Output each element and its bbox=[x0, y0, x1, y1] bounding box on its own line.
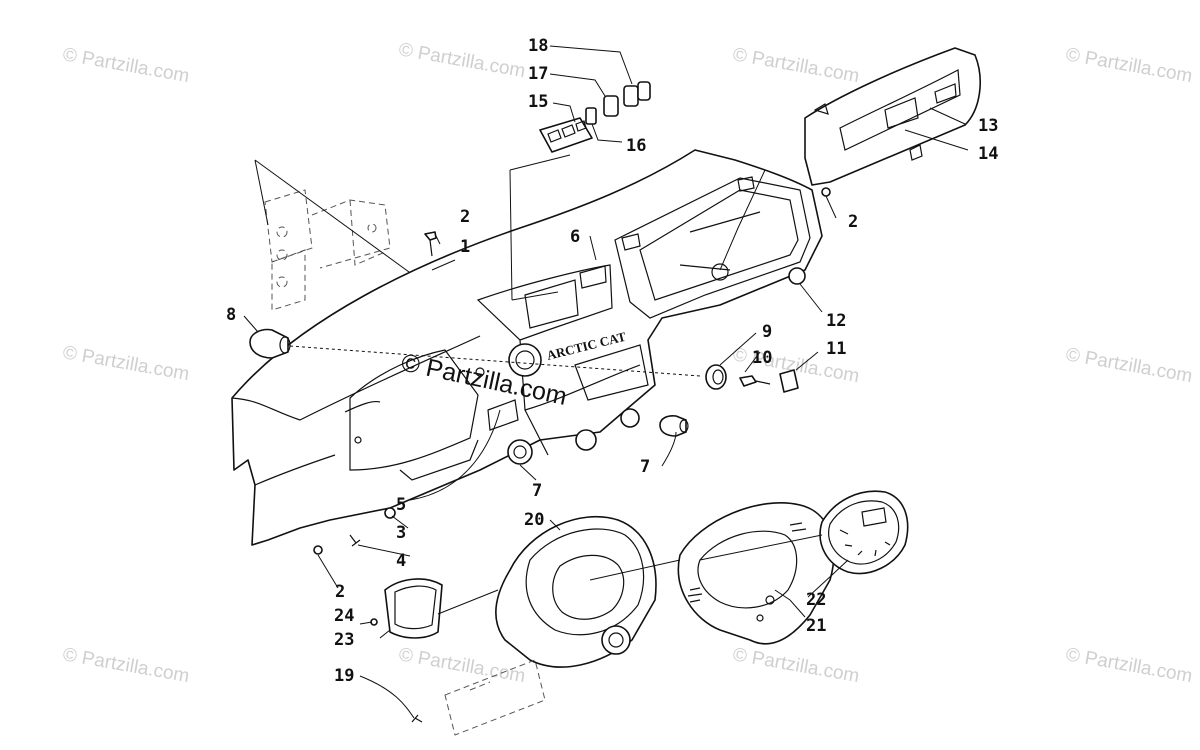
callout-18[interactable]: 18 bbox=[528, 36, 548, 56]
loose-parts bbox=[249, 187, 831, 723]
dash-panel bbox=[231, 149, 823, 546]
callout-17[interactable]: 17 bbox=[528, 64, 548, 84]
callout-21[interactable]: 21 bbox=[806, 616, 826, 636]
switch bbox=[623, 85, 639, 107]
callout-10[interactable]: 10 bbox=[752, 348, 772, 368]
callout-9[interactable]: 9 bbox=[762, 322, 772, 342]
watermark: © Partzilla.com bbox=[731, 644, 861, 687]
storage-cover bbox=[804, 47, 981, 186]
switch-assembly bbox=[509, 81, 651, 301]
callout-2[interactable]: 2 bbox=[848, 212, 858, 232]
callout-24[interactable]: 24 bbox=[334, 606, 354, 626]
speedometer bbox=[819, 490, 909, 575]
callout-14[interactable]: 14 bbox=[978, 144, 998, 164]
frame-bracket-outline bbox=[254, 159, 421, 311]
callout-1[interactable]: 1 bbox=[460, 237, 470, 257]
push-rivet bbox=[821, 187, 831, 197]
push-rivet bbox=[313, 545, 323, 555]
callout-16[interactable]: 16 bbox=[626, 136, 646, 156]
callout-3[interactable]: 3 bbox=[396, 523, 406, 543]
callout-4[interactable]: 4 bbox=[396, 551, 406, 571]
switch bbox=[585, 107, 597, 125]
callout-20[interactable]: 20 bbox=[524, 510, 544, 530]
nut bbox=[384, 507, 396, 519]
switch-housing bbox=[539, 117, 593, 153]
ignition-switch bbox=[779, 369, 799, 393]
callout-12[interactable]: 12 bbox=[826, 311, 846, 331]
decal bbox=[884, 97, 919, 129]
push-rivet bbox=[424, 231, 437, 241]
watermark: © Partzilla.com bbox=[1064, 344, 1194, 387]
watermark: © Partzilla.com bbox=[1064, 644, 1194, 687]
watermark: © Partzilla.com bbox=[397, 39, 527, 82]
gauge-pod bbox=[444, 515, 657, 736]
gauge-decal bbox=[677, 501, 835, 645]
callout-22[interactable]: 22 bbox=[806, 590, 826, 610]
callout-labels: 1 2 2 2 3 4 5 6 7 7 8 9 10 11 12 13 14 1… bbox=[226, 36, 998, 686]
callout-6[interactable]: 6 bbox=[570, 227, 580, 247]
callout-2[interactable]: 2 bbox=[335, 582, 345, 602]
callout-13[interactable]: 13 bbox=[978, 116, 998, 136]
callout-19[interactable]: 19 bbox=[334, 666, 354, 686]
screw bbox=[349, 534, 361, 547]
watermark: © Partzilla.com bbox=[61, 644, 191, 687]
callout-7[interactable]: 7 bbox=[640, 457, 650, 477]
leader-lines bbox=[243, 45, 969, 719]
screw bbox=[411, 714, 423, 723]
watermark: © Partzilla.com bbox=[61, 342, 191, 385]
switch bbox=[637, 81, 651, 101]
callout-5[interactable]: 5 bbox=[396, 495, 406, 515]
callout-15[interactable]: 15 bbox=[528, 92, 548, 112]
power-outlet bbox=[249, 328, 289, 359]
switch bbox=[603, 95, 619, 117]
callout-2[interactable]: 2 bbox=[460, 207, 470, 227]
watermark: © Partzilla.com bbox=[731, 44, 861, 87]
bracket bbox=[384, 578, 443, 639]
callout-7[interactable]: 7 bbox=[532, 481, 542, 501]
callout-11[interactable]: 11 bbox=[826, 339, 846, 359]
key bbox=[739, 375, 757, 387]
watermark: © Partzilla.com bbox=[61, 44, 191, 87]
watermark: © Partzilla.com bbox=[1064, 44, 1194, 87]
power-outlet bbox=[659, 415, 687, 437]
watermark: © Partzilla.com bbox=[397, 644, 527, 687]
callout-8[interactable]: 8 bbox=[226, 305, 236, 325]
callout-23[interactable]: 23 bbox=[334, 630, 354, 650]
plug bbox=[788, 267, 806, 285]
